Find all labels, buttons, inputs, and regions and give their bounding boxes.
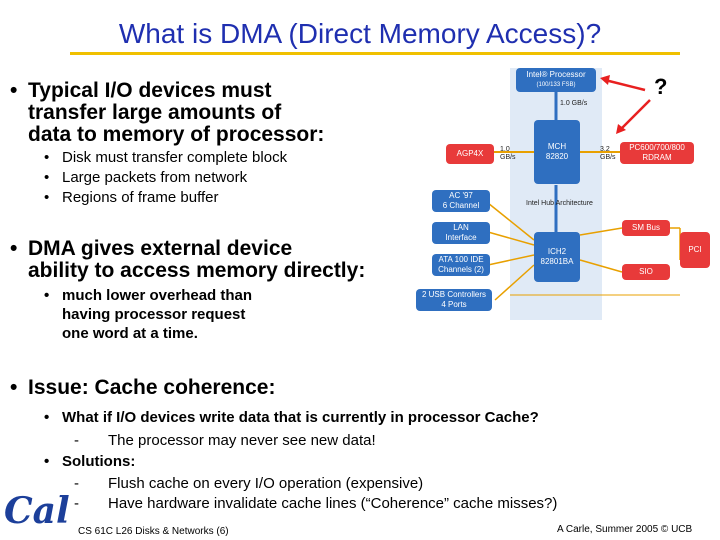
bullet-cache-coherence: • Issue: Cache coherence:	[10, 376, 276, 399]
sub-bullet: Solutions:	[62, 453, 136, 470]
bullet-dot: •	[10, 237, 18, 260]
bullet-line: data to memory of processor:	[28, 123, 325, 146]
dash-item-processor: - The processor may never see new data!	[74, 431, 376, 451]
ac97-box: AC '97 6 Channel	[432, 190, 490, 212]
rdram-label: PC600/700/800	[629, 143, 685, 152]
processor-box: Intel® Processor (100/133 FSB)	[516, 68, 596, 92]
sub-bullet: Disk must transfer complete block	[62, 149, 288, 166]
agp-label: AGP4X	[456, 149, 484, 158]
ac97-channels: 6 Channel	[442, 201, 480, 210]
bullet-dot: •	[44, 189, 50, 206]
cpu-bandwidth: 1.0 GB/s	[560, 100, 588, 107]
bullet-line: Issue: Cache coherence:	[28, 376, 276, 399]
dash-text: The processor may never see new data!	[108, 432, 376, 449]
smbus-label: SM Bus	[631, 223, 660, 232]
agp-bandwidth: 1.0 GB/s	[500, 146, 516, 162]
footer-course: CS 61C L26 Disks & Networks (6)	[78, 526, 229, 537]
title-underline	[70, 52, 680, 55]
slide-title: What is DMA (Direct Memory Access)?	[118, 18, 602, 49]
ich2-model: 82801BA	[540, 257, 574, 266]
mch-box: MCH 82820	[534, 120, 580, 184]
hub-architecture-label: Intel Hub Architecture	[526, 200, 593, 207]
mem-bw-unit: GB/s	[600, 154, 616, 161]
bullet-dot: •	[44, 409, 50, 426]
ich2-box: ICH2 82801BA	[534, 232, 580, 282]
bullet-line: transfer large amounts of	[28, 101, 282, 124]
cal-logo: Cal	[4, 490, 74, 534]
dash-marker: -	[74, 495, 79, 512]
ich2-label: ICH2	[547, 247, 567, 256]
dash-marker: -	[74, 475, 79, 492]
mch-model: 82820	[545, 152, 569, 161]
bullet-dot: •	[44, 453, 50, 470]
bullet-dma: • DMA gives external device ability to a…	[10, 237, 366, 282]
sub-bullet: having processor request	[62, 306, 246, 323]
bullet-line: DMA gives external device	[28, 237, 293, 260]
bullet-dot: •	[10, 79, 18, 102]
usb-label: 2 USB Controllers	[421, 290, 487, 299]
smbus-box: SM Bus	[622, 220, 670, 236]
sub-bullets-io: • Disk must transfer complete block • Larg…	[44, 148, 288, 208]
bullet-line: ability to access memory directly:	[28, 259, 366, 282]
cal-logo-text: Cal	[4, 490, 70, 532]
mch-label: MCH	[547, 142, 567, 151]
pci-box: PCI	[680, 232, 710, 268]
sio-label: SIO	[639, 267, 653, 276]
sub-bullet: What if I/O devices write data that is c…	[62, 409, 539, 426]
ata-box: ATA 100 IDE Channels (2)	[432, 254, 490, 276]
agp-bw-unit: GB/s	[500, 154, 516, 161]
bullet-dot: •	[44, 169, 50, 186]
dash-text: Flush cache on every I/O operation (expe…	[108, 475, 424, 492]
sub-bullet: Regions of frame buffer	[62, 189, 219, 206]
processor-label: Intel® Processor	[526, 70, 586, 79]
sio-box: SIO	[622, 264, 670, 280]
mem-bw-value: 3.2	[600, 146, 610, 153]
usb-ports: 4 Ports	[441, 300, 467, 309]
sub-bullet: one word at a time.	[62, 325, 198, 342]
processor-fsb: (100/133 FSB)	[536, 82, 576, 88]
ata-channels: Channels (2)	[438, 265, 484, 274]
sub-bullet: much lower overhead than	[62, 287, 253, 304]
rdram-box: PC600/700/800 RDRAM	[620, 142, 694, 164]
chipset-diagram: Intel® Processor (100/133 FSB) 1.0 GB/s …	[410, 60, 720, 320]
pci-label: PCI	[688, 245, 702, 254]
dash-marker: -	[74, 432, 79, 449]
agp-bw-value: 1.0	[500, 146, 510, 153]
ac97-label: AC '97	[449, 191, 473, 200]
bullet-dot: •	[10, 376, 18, 399]
sub-bullet: Large packets from network	[62, 169, 248, 186]
bullet-line: Typical I/O devices must	[28, 79, 272, 102]
lan-interface: Interface	[445, 233, 477, 242]
rdram-type: RDRAM	[642, 153, 672, 162]
bullet-dot: •	[44, 149, 50, 166]
agp-box: AGP4X	[446, 144, 494, 164]
sub-bullet-solutions: • Solutions:	[44, 452, 136, 472]
footer-credit: A Carle, Summer 2005 © UCB	[557, 524, 693, 535]
question-mark: ?	[654, 74, 668, 99]
ata-label: ATA 100 IDE	[438, 255, 484, 264]
lan-label: LAN	[453, 223, 469, 232]
sub-bullets-dma: • much lower overhead than having proces…	[44, 286, 253, 343]
lan-box: LAN Interface	[432, 222, 490, 244]
sub-bullet-question: • What if I/O devices write data that is…	[44, 408, 539, 428]
memory-bandwidth: 3.2 GB/s	[600, 146, 616, 162]
dash-item-flush: - Flush cache on every I/O operation (ex…	[74, 474, 424, 494]
dash-text: Have hardware invalidate cache lines (“C…	[108, 495, 558, 512]
usb-box: 2 USB Controllers 4 Ports	[416, 289, 492, 311]
bullet-dot: •	[44, 287, 50, 304]
dash-item-invalidate: - Have hardware invalidate cache lines (…	[74, 494, 558, 514]
bullet-io-transfer: • Typical I/O devices must transfer larg…	[10, 79, 325, 146]
